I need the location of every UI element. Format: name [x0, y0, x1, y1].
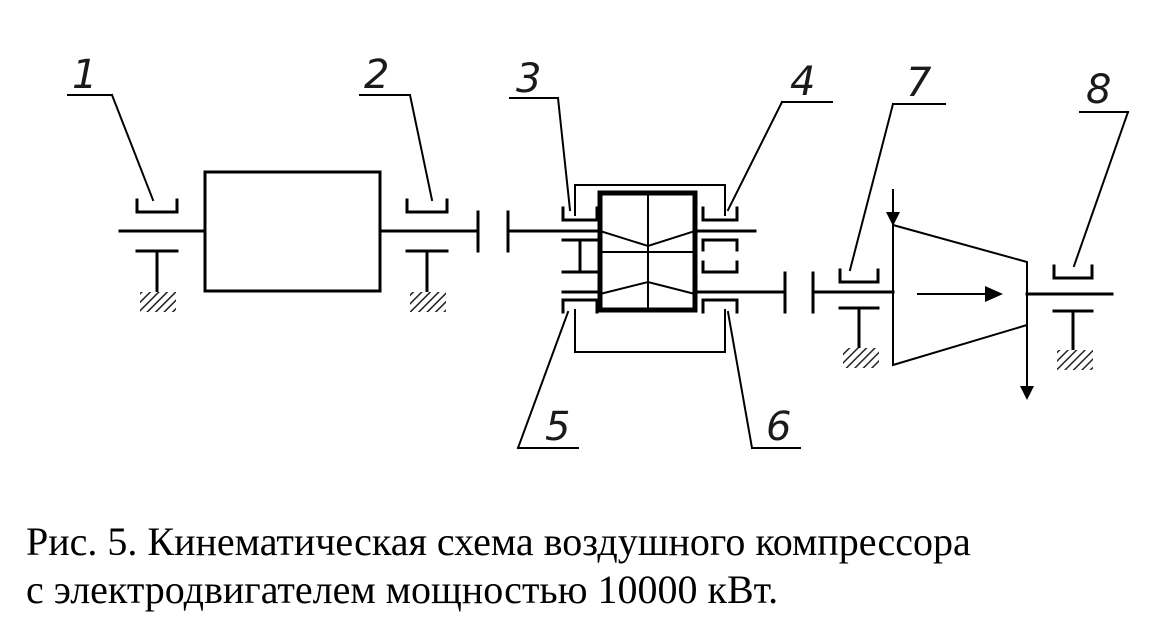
bearing-4 [693, 206, 757, 252]
bearing-1 [135, 198, 179, 312]
bearing-8 [1052, 264, 1094, 370]
bearing-3 [561, 206, 599, 274]
label-3: 3 [516, 56, 541, 102]
kinematic-scheme-diagram: 1 2 3 4 7 8 5 6 [67, 52, 1130, 450]
label-6: 6 [766, 404, 791, 450]
label-4: 4 [790, 59, 815, 105]
bearing-6 [693, 260, 787, 314]
leader-lines [67, 93, 1130, 450]
label-7: 7 [906, 60, 932, 106]
gearbox [574, 184, 726, 353]
label-1: 1 [72, 52, 97, 98]
caption-line-1: Рис. 5. Кинематическая схема воздушного … [26, 519, 971, 564]
bearing-5 [561, 290, 602, 314]
compressor [886, 189, 1034, 400]
caption-line-2: с электродвигателем мощностью 10000 кВт. [26, 567, 779, 612]
coupling-1 [476, 210, 602, 253]
label-2: 2 [364, 52, 389, 98]
figure-caption: Рис. 5. Кинематическая схема воздушного … [26, 518, 1136, 614]
bearing-2 [405, 198, 449, 312]
label-8: 8 [1086, 67, 1111, 113]
coupling-2 [783, 271, 895, 314]
electric-motor [203, 170, 382, 293]
bearing-7 [838, 268, 880, 368]
label-5: 5 [545, 404, 570, 450]
